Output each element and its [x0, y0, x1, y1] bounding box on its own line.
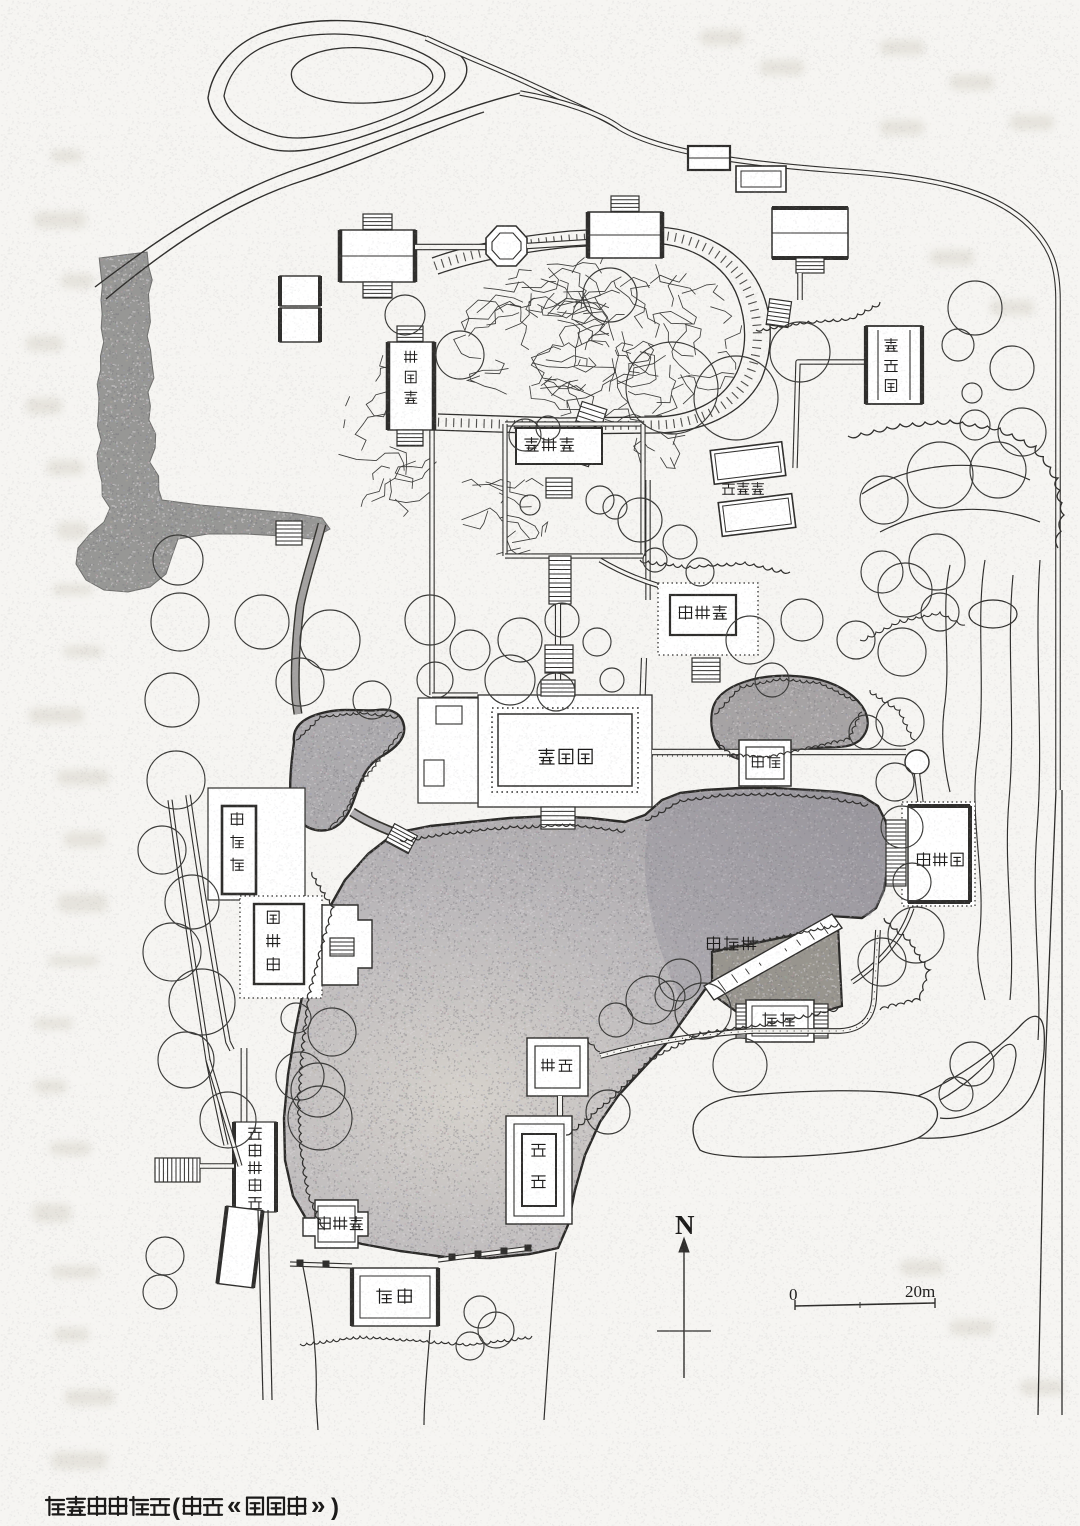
svg-text:): ) — [331, 1494, 339, 1521]
svg-text:«: « — [227, 1490, 241, 1520]
svg-text:»: » — [311, 1490, 325, 1520]
svg-text:(: ( — [172, 1494, 180, 1521]
